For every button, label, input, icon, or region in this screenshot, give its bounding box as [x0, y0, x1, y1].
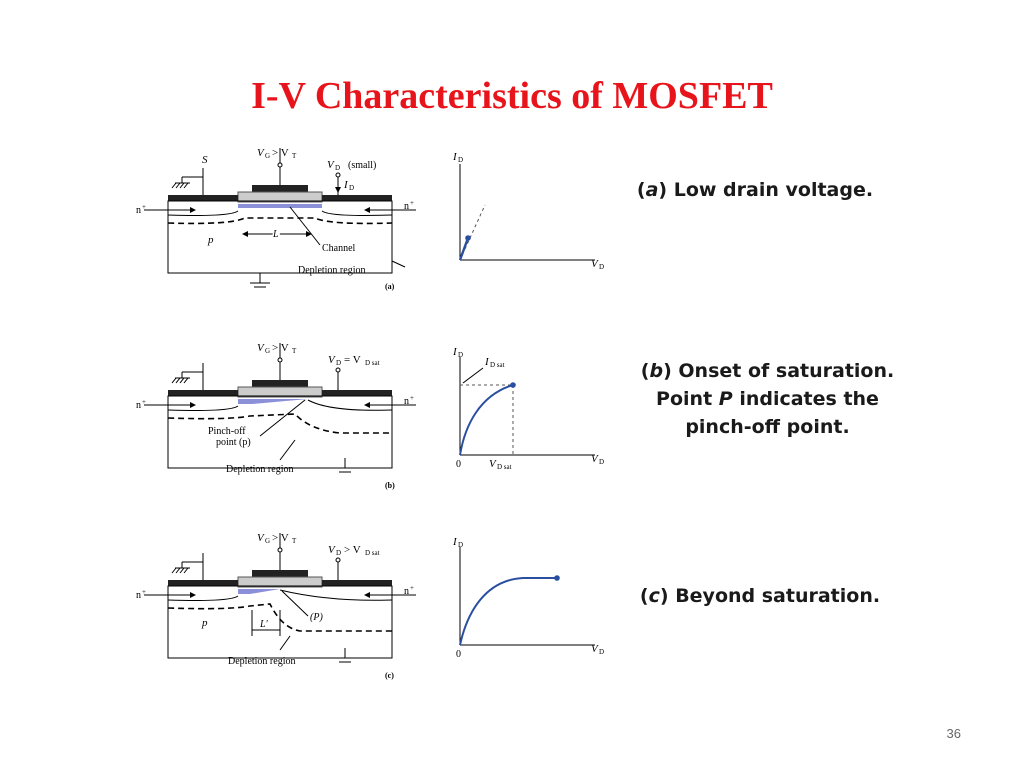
svg-text:G: G	[265, 347, 270, 355]
pinchoff-point-label-b: point (p)	[216, 437, 251, 448]
svg-text:D sat: D sat	[490, 361, 505, 369]
substrate-label-c: p	[201, 617, 208, 629]
svg-text:D: D	[599, 458, 604, 466]
caption-a-line-1: Low drain voltage.	[673, 179, 874, 201]
source-label-a: S	[202, 154, 208, 166]
svg-text:V: V	[328, 354, 336, 366]
svg-text:D sat: D sat	[365, 549, 380, 557]
svg-text:+: +	[410, 394, 414, 402]
svg-text:V: V	[327, 159, 335, 171]
svg-text:0: 0	[456, 649, 461, 660]
svg-text:= V: = V	[344, 354, 361, 366]
svg-text:V: V	[591, 258, 599, 270]
figure-label-c: (c)	[385, 671, 394, 680]
svg-text:D: D	[335, 164, 340, 172]
svg-text:T: T	[292, 537, 297, 545]
svg-text:D: D	[599, 648, 604, 656]
depletion-label-c: Depletion region	[228, 656, 295, 667]
svg-text:I: I	[484, 356, 490, 368]
svg-text:> V: > V	[272, 532, 289, 544]
caption-a-letter: a	[645, 179, 659, 201]
svg-text:D: D	[458, 156, 463, 164]
caption-b-line-1: Onset of saturation.	[678, 360, 895, 382]
svg-text:n: n	[136, 400, 141, 411]
pinchoff-label-b: Pinch-off	[208, 426, 246, 437]
caption-c: (c) Beyond saturation.	[639, 585, 881, 607]
svg-text:T: T	[292, 152, 297, 160]
svg-text:+: +	[142, 398, 146, 406]
svg-text:D sat: D sat	[365, 359, 380, 367]
svg-text:V: V	[257, 342, 265, 354]
svg-text:V: V	[328, 544, 336, 556]
device-diagram-a: V G > V T V D (small) I D S n+ n+ p L Ch…	[136, 147, 416, 291]
svg-text:T: T	[292, 347, 297, 355]
caption-b-line-2: Point P indicates the	[656, 388, 879, 410]
caption-a: (a) Low drain voltage.	[636, 179, 874, 201]
svg-text:D sat: D sat	[497, 463, 512, 471]
svg-text:I: I	[452, 151, 458, 163]
svg-text:D: D	[599, 263, 604, 270]
svg-text:0: 0	[456, 459, 461, 470]
svg-text:> V: > V	[344, 544, 361, 556]
svg-text:n: n	[136, 590, 141, 601]
length-label-a: L	[272, 229, 279, 240]
svg-text:+: +	[410, 584, 414, 592]
slide-title: I-V Characteristics of MOSFET	[251, 75, 773, 117]
svg-text:D: D	[349, 184, 354, 192]
channel-label-a: Channel	[322, 243, 356, 254]
length-label-c: L'	[259, 619, 269, 630]
caption-b-line-3: pinch-off point.	[685, 416, 850, 438]
svg-text:+: +	[142, 588, 146, 596]
svg-text:V: V	[257, 532, 265, 544]
svg-text:V: V	[257, 147, 265, 159]
depletion-label-b: Depletion region	[226, 464, 293, 475]
svg-text:n: n	[136, 205, 141, 216]
svg-text:> V: > V	[272, 342, 289, 354]
svg-text:V: V	[489, 458, 497, 470]
svg-text:> V: > V	[272, 147, 289, 159]
svg-text:I: I	[452, 536, 458, 548]
svg-text:V: V	[591, 453, 599, 465]
caption-b: (b) Onset of saturation. Point P indicat…	[625, 357, 910, 441]
svg-text:G: G	[265, 537, 270, 545]
drain-label-a: (small)	[348, 160, 376, 171]
svg-text:+: +	[410, 199, 414, 207]
svg-text:n: n	[404, 586, 409, 597]
svg-text:I: I	[343, 179, 349, 191]
svg-text:G: G	[265, 152, 270, 160]
caption-c-line-1: Beyond saturation.	[675, 585, 881, 607]
svg-text:D: D	[458, 351, 463, 359]
caption-b-letter: b	[649, 360, 664, 382]
svg-text:D: D	[336, 549, 341, 557]
svg-text:D: D	[458, 541, 463, 549]
figure-label-b: (b)	[385, 481, 395, 490]
caption-c-letter: c	[648, 585, 660, 607]
point-label-c: (P)	[310, 612, 323, 623]
svg-text:+: +	[142, 203, 146, 211]
substrate-label-a: p	[207, 234, 214, 246]
page-number: 36	[946, 726, 961, 741]
figure-label-a: (a)	[385, 282, 395, 291]
svg-text:n: n	[404, 201, 409, 212]
svg-text:D: D	[336, 359, 341, 367]
svg-text:I: I	[452, 346, 458, 358]
depletion-label-a: Depletion region	[298, 265, 365, 276]
svg-text:n: n	[404, 396, 409, 407]
svg-text:V: V	[591, 643, 599, 655]
